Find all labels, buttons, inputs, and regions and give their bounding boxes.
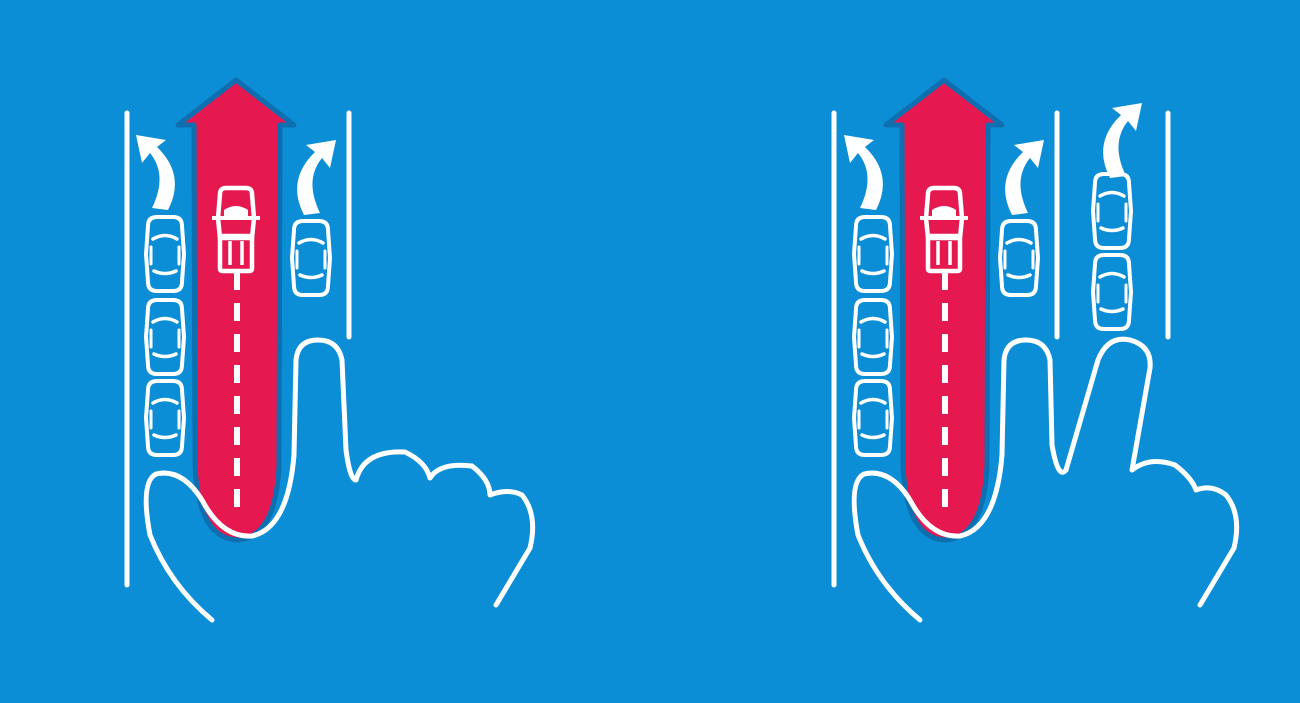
panel-two-fingers [834, 80, 1237, 620]
car-icon [854, 217, 892, 291]
car-icon [1000, 221, 1038, 295]
yield-arrow-right-icon [297, 140, 336, 215]
car-icon [292, 221, 330, 295]
car-icon [854, 300, 892, 374]
yield-arrow-left-icon [136, 135, 175, 210]
yield-arrow-right-icon [1005, 140, 1044, 215]
car-icon [1093, 174, 1131, 248]
car-icon [146, 300, 184, 374]
car-icon [146, 217, 184, 291]
car-icon [1093, 255, 1131, 329]
car-icon [146, 381, 184, 455]
yield-arrow-left-icon [844, 135, 883, 210]
car-icon [854, 381, 892, 455]
yield-arrow-right-icon [1103, 103, 1142, 178]
panel-one-finger [127, 80, 533, 620]
